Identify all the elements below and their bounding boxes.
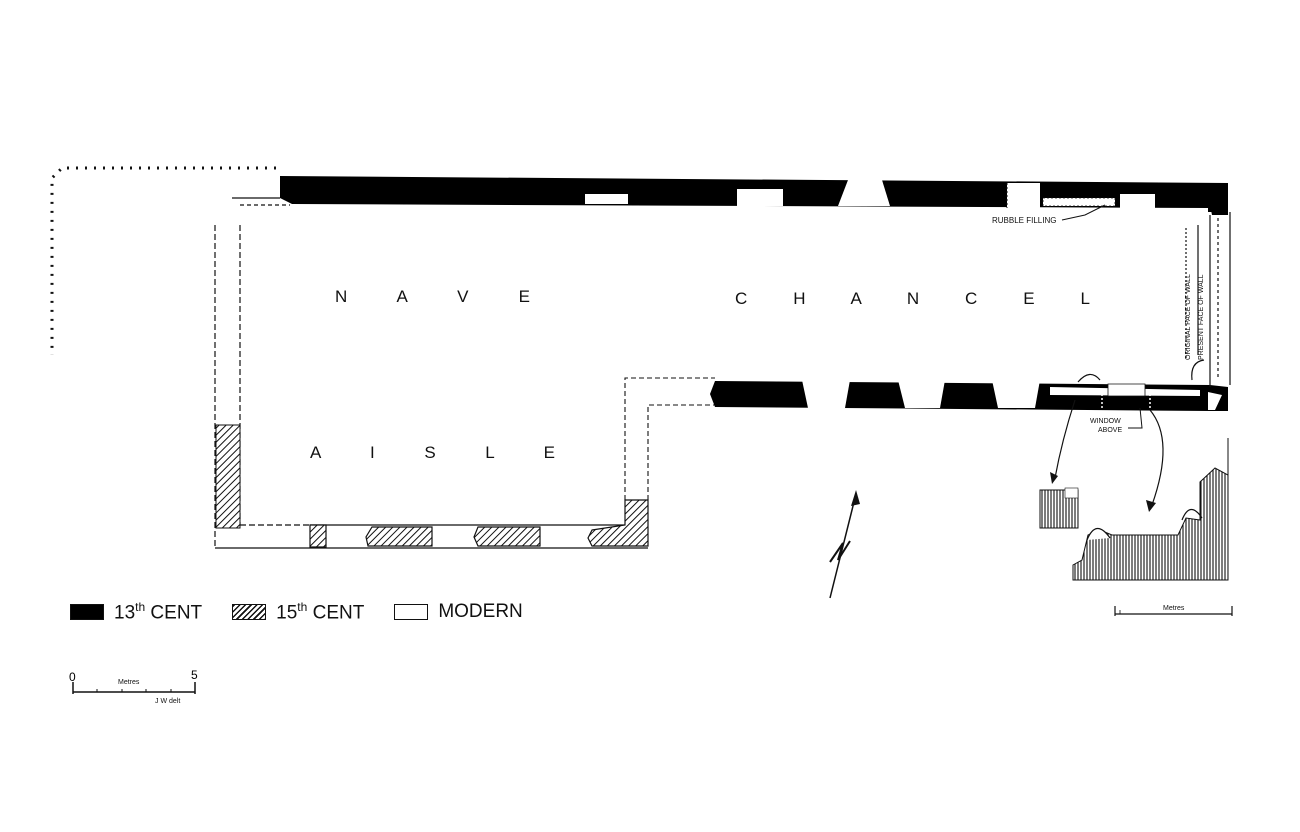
north-arrowhead bbox=[851, 490, 860, 506]
detail-section-large bbox=[1072, 438, 1229, 581]
west-wall-15th bbox=[215, 424, 241, 529]
window-above-label-1: WINDOW bbox=[1090, 418, 1121, 425]
legend: 13th CENT 15th CENT MODERN bbox=[70, 597, 523, 627]
legend-label-15th: 15th CENT bbox=[276, 599, 365, 624]
legend-swatch-black bbox=[70, 603, 104, 620]
legend-item-modern: MODERN bbox=[394, 601, 523, 623]
north-arrow-icon bbox=[829, 493, 857, 599]
rubble-filling-label: RUBBLE FILLING bbox=[992, 216, 1056, 225]
detail-section-small bbox=[1039, 487, 1079, 529]
dotted-outline bbox=[50, 166, 276, 355]
rubble-leader bbox=[1061, 204, 1106, 221]
legend-swatch-white bbox=[394, 604, 429, 620]
scale-start: 0 bbox=[69, 670, 76, 684]
legend-label-13th: 13th CENT bbox=[114, 599, 203, 624]
window-above-label-2: ABOVE bbox=[1098, 427, 1122, 434]
south-chancel-wall bbox=[710, 380, 1228, 411]
scale-bar bbox=[72, 682, 196, 694]
window-leader bbox=[1128, 407, 1143, 429]
original-face-label: ORIGINAL FACE OF WALL bbox=[1185, 274, 1192, 360]
detail-scale-unit: Metres bbox=[1163, 605, 1185, 612]
east-wall bbox=[1185, 212, 1231, 387]
draughtsman-credit: J W delt bbox=[155, 698, 180, 705]
scale-unit: Metres bbox=[118, 679, 140, 686]
aisle-label: A I S L E bbox=[310, 443, 555, 462]
legend-label-modern: MODERN bbox=[438, 601, 523, 622]
west-wall-modern bbox=[214, 197, 310, 549]
legend-item-13th: 13th CENT bbox=[70, 600, 202, 624]
south-aisle-wall bbox=[309, 499, 649, 549]
chancel-label: C H A N C E L bbox=[735, 289, 1090, 308]
north-wall bbox=[280, 176, 1228, 215]
legend-item-15th: 15th CENT bbox=[232, 600, 364, 624]
detail-arrows bbox=[1054, 373, 1164, 506]
legend-swatch-hatch bbox=[232, 603, 267, 620]
scale-end: 5 bbox=[191, 668, 198, 682]
present-face-label: PRESENT FACE OF WALL bbox=[1198, 274, 1205, 360]
aisle-east-wall bbox=[624, 377, 715, 500]
nave-label: N A V E bbox=[335, 287, 530, 306]
detail-scale-bar bbox=[1114, 606, 1233, 616]
